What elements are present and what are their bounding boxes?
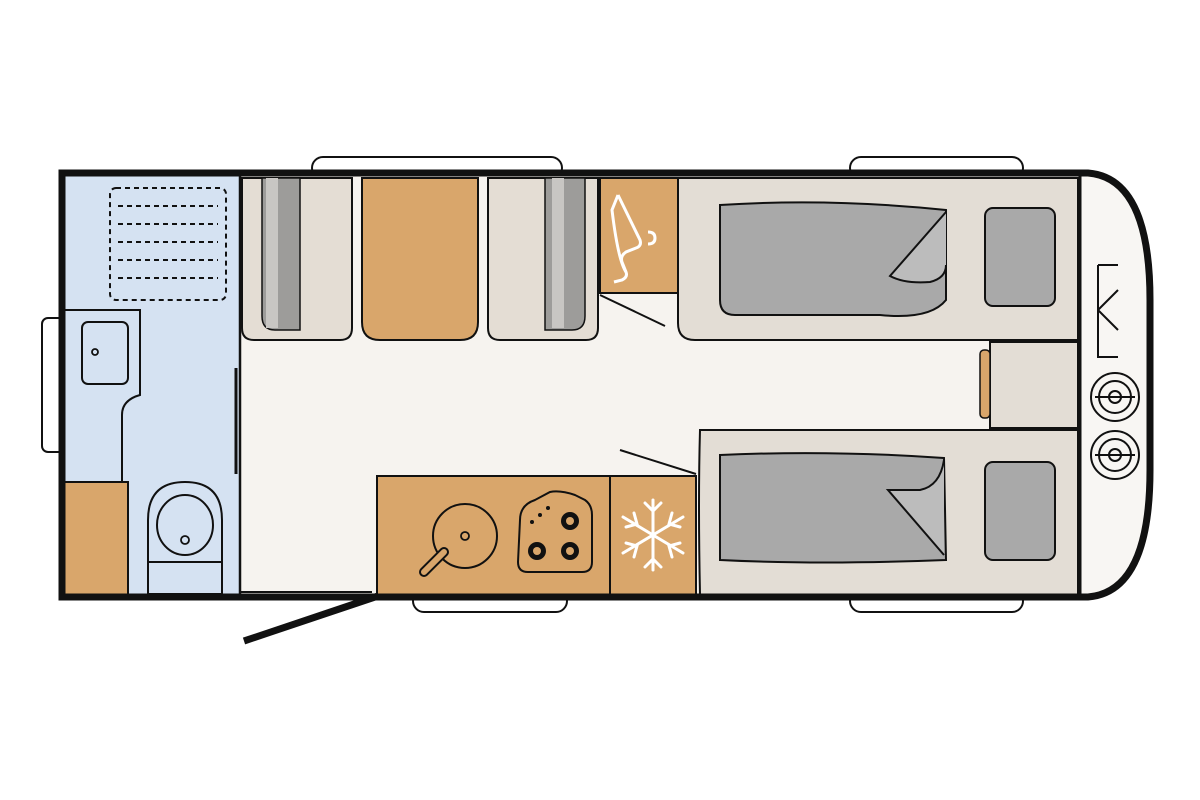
- floorplan-body: [41, 156, 1154, 645]
- nose-section: [1080, 173, 1150, 597]
- gas-bottle-icon: [1090, 430, 1140, 480]
- mattress-upper: [719, 201, 947, 317]
- round-sink-icon: [419, 503, 498, 577]
- snowflake-icon: [621, 498, 685, 572]
- toilet-icon: [147, 480, 223, 595]
- pillow-lower: [984, 461, 1056, 561]
- washroom-vanity-outline: [62, 309, 141, 482]
- mattress-lower: [719, 452, 948, 564]
- hanger-icon: [610, 194, 657, 284]
- washroom-cabinet: [63, 481, 129, 596]
- front-seating: [241, 177, 599, 341]
- bed-lower: [698, 429, 1079, 596]
- bedside-cabinet: [989, 341, 1079, 429]
- shower-tray-icon: [109, 187, 227, 301]
- entrance-door: [242, 592, 380, 645]
- kitchen: [376, 475, 697, 596]
- pillow-upper: [984, 207, 1056, 307]
- wardrobe: [599, 177, 679, 327]
- outer-wall: [58, 169, 1154, 601]
- gas-hob-icon: [516, 490, 593, 573]
- fridge-door-swing: [619, 449, 697, 475]
- nose-locker: [1090, 264, 1140, 480]
- bed-upper: [677, 177, 1079, 341]
- gas-bottle-icon: [1090, 372, 1140, 422]
- bedside-shelf: [979, 349, 991, 419]
- wash-basin-icon: [81, 321, 129, 385]
